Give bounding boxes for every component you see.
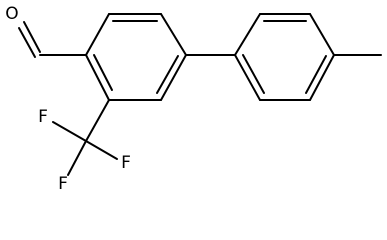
right-ring-bond-3 (309, 13, 335, 56)
aldehyde-double-bond-inner (18, 27, 36, 58)
right-ring-inner-double-bond-left (242, 54, 265, 94)
right-ring-bond-4 (309, 54, 335, 101)
cf3-attachment-bond (85, 99, 110, 142)
right-ring-bond-6 (234, 54, 261, 101)
cf3-fluorine-bond-2 (85, 140, 118, 160)
left-ring-bond-4 (160, 54, 187, 101)
left-ring-bond-6 (85, 54, 110, 101)
aldehyde-double-bond-outer (23, 21, 41, 53)
cf3-fluorine-bond-3 (67, 140, 87, 176)
left-ring-inner-double-bond-right (156, 55, 179, 94)
fluorine-atom-label: F (38, 107, 48, 127)
cf3-fluorine-bond-1 (52, 121, 87, 142)
fluorine-atom-label: F (58, 174, 68, 194)
left-ring-bond-3 (160, 13, 187, 56)
oxygen-atom-label: O (5, 4, 18, 24)
right-ring-bond-1 (234, 13, 261, 56)
left-ring-inner-double-bond-left (93, 54, 113, 91)
left-ring-bond-1 (85, 13, 110, 56)
chemical-structure-diagram: O F F F (5, 4, 382, 194)
right-ring-inner-double-bond-right (305, 55, 327, 94)
fluorine-atom-label: F (121, 153, 131, 173)
